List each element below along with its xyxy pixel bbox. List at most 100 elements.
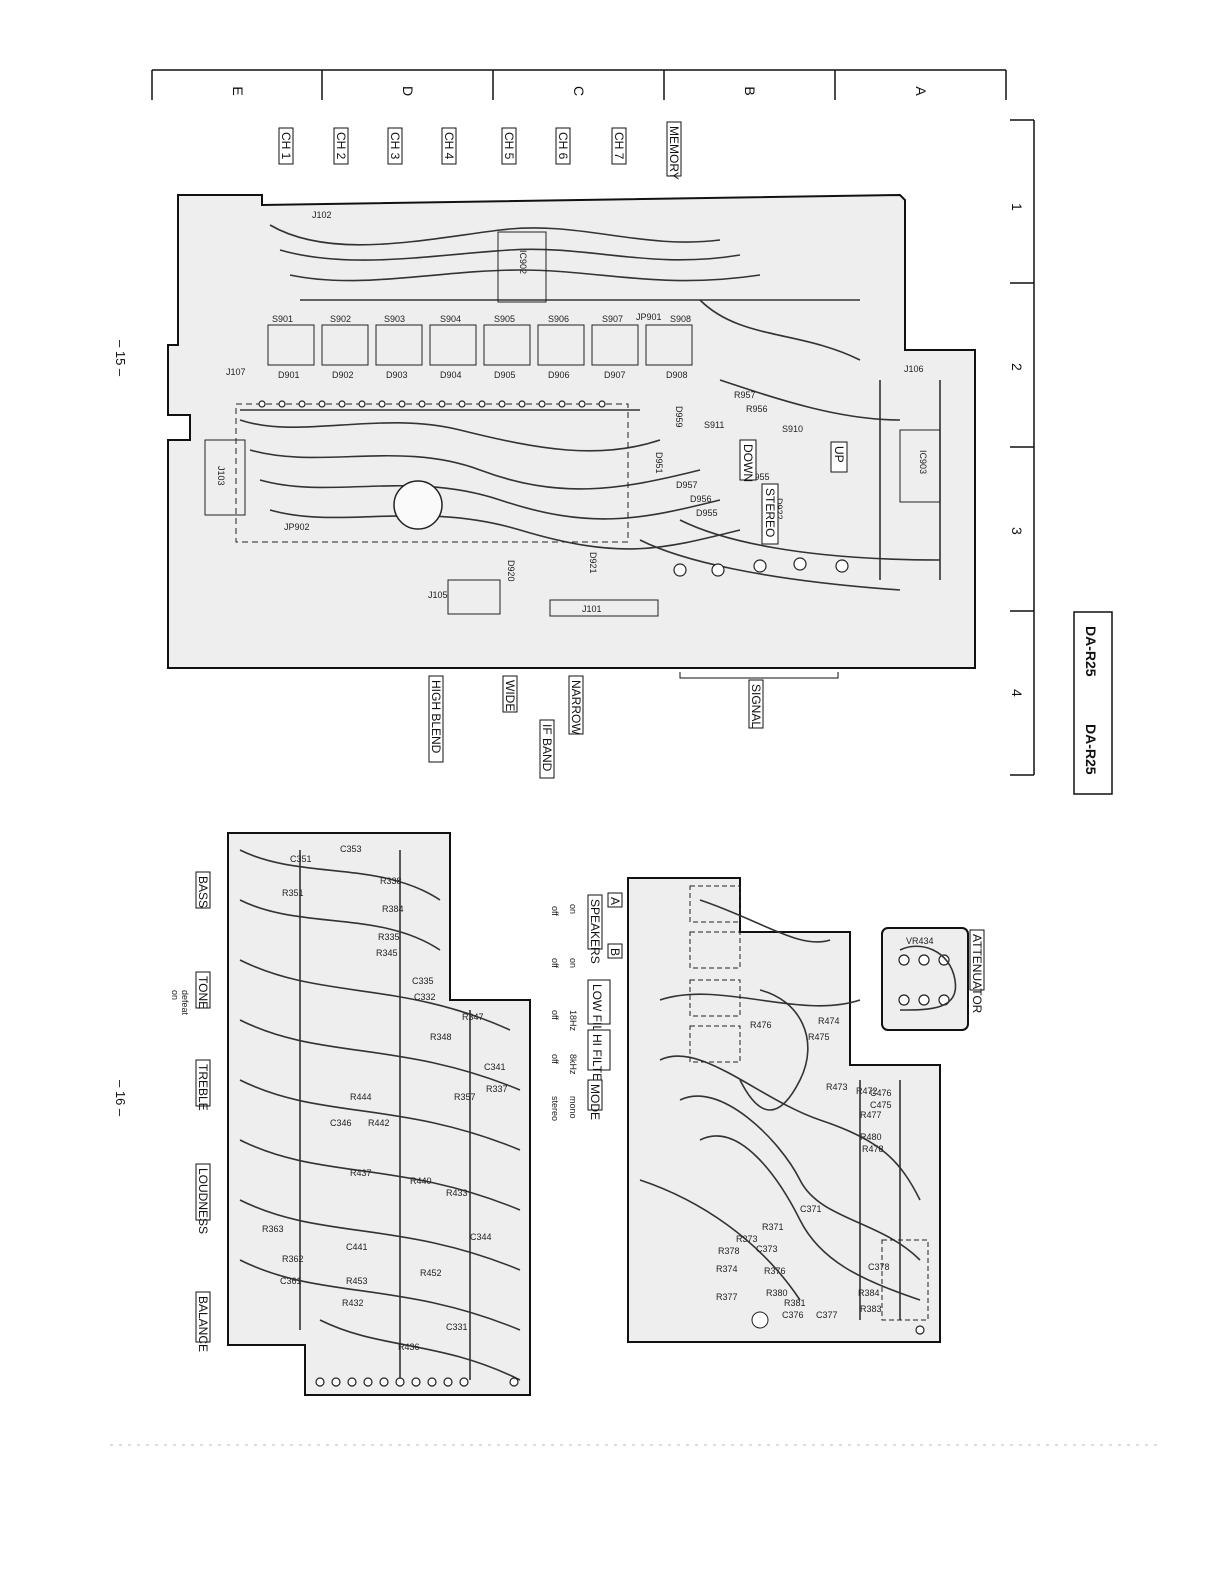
column-ruler: E D C B A <box>151 69 1007 100</box>
model-label-2: DA-R25 <box>1083 724 1099 775</box>
diode-d902: D902 <box>332 370 354 380</box>
state-hi-filter-on: 8kHz <box>568 1054 578 1075</box>
part-r384b: R384 <box>858 1288 880 1298</box>
state-mode-stereo: stereo <box>550 1096 560 1121</box>
switch-row: S901 S902 S903 S904 S905 S906 S907 S908 … <box>267 314 693 380</box>
diode-d959: D959 <box>674 406 684 428</box>
part-c377: C377 <box>816 1310 838 1320</box>
part-r381: R381 <box>784 1298 806 1308</box>
resistor-r956: R956 <box>746 404 768 414</box>
channel-button-ch5: CH 5 <box>502 132 516 160</box>
part-c353: C353 <box>340 844 362 854</box>
connector-j102: J102 <box>312 210 332 220</box>
connector-j106: J106 <box>904 364 924 374</box>
part-c475: C475 <box>870 1100 892 1110</box>
top-board-traces <box>239 224 941 591</box>
part-c351: C351 <box>290 854 312 864</box>
legend-on: on <box>170 990 180 1000</box>
part-r473: R473 <box>826 1082 848 1092</box>
label-attenuator: ATTENUATOR <box>970 934 984 1014</box>
part-r432: R432 <box>342 1298 364 1308</box>
label-if-band: IF BAND <box>540 724 554 772</box>
channel-button-ch6: CH 6 <box>556 132 570 160</box>
top-board-bottom-labels: HIGH BLEND WIDE NARROW IF BAND SIGNAL <box>428 672 839 779</box>
connector-j107: J107 <box>226 367 246 377</box>
switch-label-b: B <box>608 948 622 956</box>
part-r440: R440 <box>410 1176 432 1186</box>
switch-s906: S906 <box>548 314 569 324</box>
connector-j101: J101 <box>582 604 602 614</box>
channel-button-ch7: CH 7 <box>612 132 626 160</box>
attenuator-board: VR434 ATTENUATOR <box>881 927 985 1031</box>
part-r337: R337 <box>486 1084 508 1094</box>
label-narrow: NARROW <box>569 680 583 735</box>
row-label-4: 4 <box>1009 689 1025 697</box>
diode-d904: D904 <box>440 370 462 380</box>
switch-s910: S910 <box>782 424 803 434</box>
part-r383: R383 <box>860 1304 882 1314</box>
diode-d951: D951 <box>654 452 664 474</box>
legend-defeat: defeat <box>180 990 190 1016</box>
switch-label-hi-filter: HI FILTER <box>590 1034 604 1090</box>
part-r476: R476 <box>750 1020 772 1030</box>
part-r472: R472 <box>856 1086 878 1096</box>
channel-button-ch2: CH 2 <box>334 132 348 160</box>
state-hi-filter-off: off <box>550 1054 560 1064</box>
connector-j105: J105 <box>428 590 448 600</box>
top-board-pads <box>258 400 606 408</box>
diode-d903: D903 <box>386 370 408 380</box>
column-label-e: E <box>230 86 246 95</box>
part-c341: C341 <box>484 1062 506 1072</box>
part-c373: C373 <box>756 1244 778 1254</box>
column-label-d: D <box>400 86 416 96</box>
state-speakers-a-off: off <box>550 906 560 916</box>
diode-d922: D922 <box>774 498 784 520</box>
switch-label-speakers: SPEAKERS <box>588 899 602 964</box>
channel-button-memory: MEMORY <box>667 126 681 180</box>
page-number-16: – 16 – <box>113 1080 128 1117</box>
state-low-filter-off: off <box>550 1010 560 1020</box>
ic-ic903: IC903 <box>918 450 928 474</box>
connector-j103: J103 <box>216 466 226 486</box>
control-tone: TONE <box>196 976 210 1009</box>
label-high-blend: HIGH BLEND <box>429 680 443 754</box>
key-label-down: DOWN <box>741 444 755 482</box>
part-c344: C344 <box>470 1232 492 1242</box>
key-label-up: UP <box>832 446 846 463</box>
label-signal: SIGNAL <box>749 684 763 728</box>
state-mode-mono: mono <box>568 1096 578 1119</box>
state-speakers-b-off: off <box>550 958 560 968</box>
part-c335: C335 <box>412 976 434 986</box>
switch-s911: S911 <box>704 420 724 430</box>
label-wide: WIDE <box>503 680 517 711</box>
switch-s902: S902 <box>330 314 351 324</box>
part-r442: R442 <box>368 1118 390 1128</box>
part-r373: R373 <box>736 1234 758 1244</box>
part-r437: R437 <box>350 1168 372 1178</box>
part-r436: R436 <box>398 1342 420 1352</box>
row-label-2: 2 <box>1009 363 1025 371</box>
part-r338: R338 <box>380 876 402 886</box>
diode-d956: D956 <box>690 494 712 504</box>
state-low-filter-on: 18Hz <box>568 1010 578 1032</box>
jumper-jp902: JP902 <box>284 522 310 532</box>
part-c476: C476 <box>870 1088 892 1098</box>
part-r374: R374 <box>716 1264 738 1274</box>
diode-d920: D920 <box>506 560 516 582</box>
column-label-b: B <box>742 86 758 95</box>
state-speakers-a-on: on <box>568 904 578 914</box>
control-loudness: LOUDNESS <box>196 1168 210 1234</box>
switch-label-a: A <box>608 897 622 905</box>
part-r474: R474 <box>818 1016 840 1026</box>
part-r345: R345 <box>376 948 398 958</box>
tone-board-traces <box>239 849 521 1381</box>
control-balance: BALANCE <box>196 1296 210 1352</box>
part-r357: R357 <box>454 1092 476 1102</box>
page-number-15: – 15 – <box>113 340 128 377</box>
diode-d908: D908 <box>666 370 688 380</box>
column-label-c: C <box>571 86 587 96</box>
part-r478: R478 <box>862 1144 884 1154</box>
part-r362: R362 <box>282 1254 304 1264</box>
tone-board: C351 R351 C353 R338 R384 R335 R345 C335 … <box>227 832 531 1396</box>
